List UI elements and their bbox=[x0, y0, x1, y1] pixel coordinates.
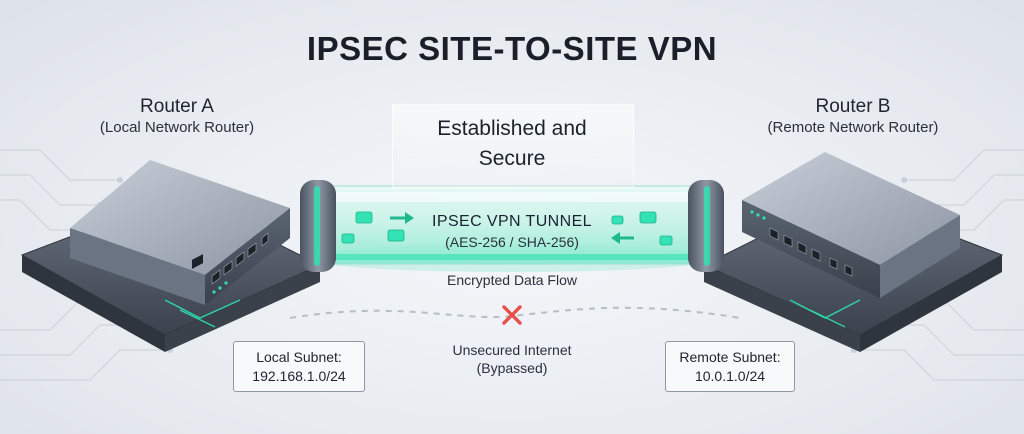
router-b-name: Router B bbox=[815, 96, 891, 117]
local-subnet-box: Local Subnet: 192.168.1.0/24 bbox=[233, 341, 365, 392]
cross-icon bbox=[502, 305, 522, 325]
tunnel-status-line1: Established and bbox=[437, 117, 587, 140]
page-title: IPSEC SITE-TO-SITE VPN bbox=[306, 30, 718, 67]
tunnel-title: IPSEC VPN TUNNEL bbox=[432, 213, 592, 230]
remote-subnet-label: Remote Subnet: bbox=[679, 349, 781, 365]
internet-line1: Unsecured Internet bbox=[452, 342, 572, 358]
tunnel-cipher: (AES-256 / SHA-256) bbox=[445, 234, 579, 250]
local-subnet-value: 192.168.1.0/24 bbox=[252, 368, 346, 384]
internet-line2: (Bypassed) bbox=[476, 360, 548, 376]
status-panel bbox=[392, 104, 634, 188]
local-subnet-label: Local Subnet: bbox=[256, 349, 342, 365]
remote-subnet-value: 10.0.1.0/24 bbox=[694, 368, 766, 384]
remote-subnet-box: Remote Subnet: 10.0.1.0/24 bbox=[665, 341, 795, 392]
tunnel-status: Established and Secure bbox=[392, 114, 632, 174]
unsecured-internet-label: Unsecured Internet (Bypassed) bbox=[392, 341, 632, 377]
router-a-subtitle: (Local Network Router) bbox=[99, 119, 255, 136]
router-a-name: Router A bbox=[140, 96, 214, 117]
router-b-subtitle: (Remote Network Router) bbox=[767, 119, 939, 136]
flow-label: Encrypted Data Flow bbox=[447, 272, 577, 288]
tunnel-status-line2: Secure bbox=[478, 147, 546, 170]
